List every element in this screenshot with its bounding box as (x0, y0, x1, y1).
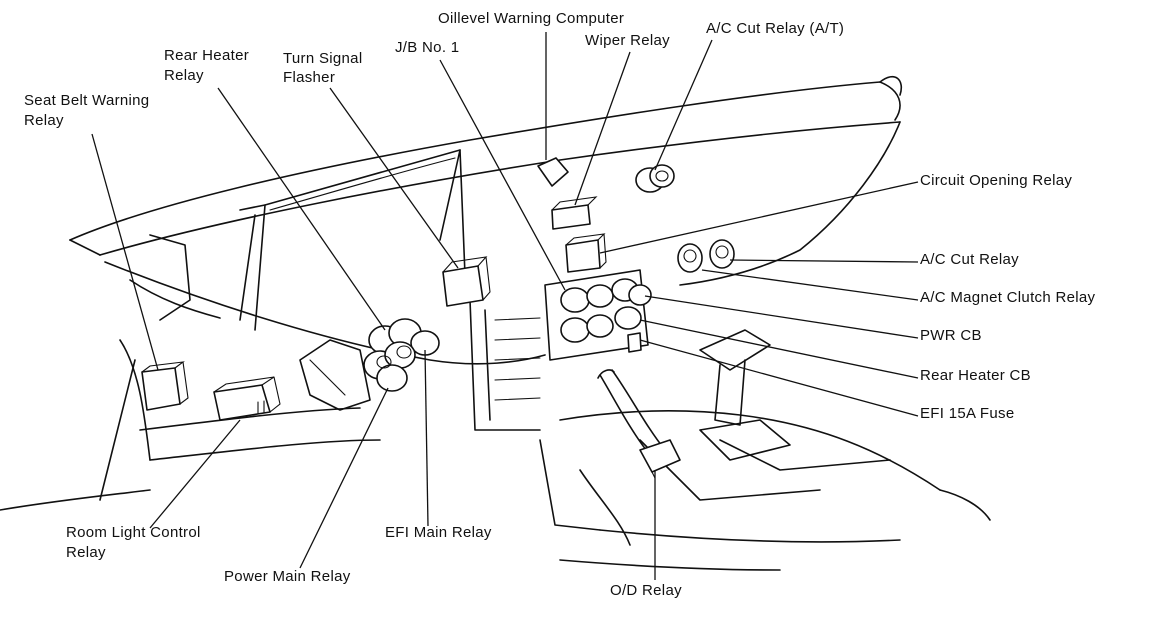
leader-lines (91, 32, 919, 580)
ac-magnet-clutch-relay-label: A/C Magnet Clutch Relay (920, 289, 1096, 306)
efi-15a-fuse-label: EFI 15A Fuse (920, 405, 1015, 422)
ac-cut-relay-at-part (635, 164, 675, 193)
pwr-cb-label: PWR CB (920, 327, 982, 344)
seat-belt-warning-relay-label-line1: Seat Belt Warning (24, 92, 150, 109)
rear-heater-relay-label-line2: Relay (164, 67, 204, 84)
rear-heater-relay-label-line1: Rear Heater (164, 47, 250, 64)
dashboard-outline (0, 76, 991, 571)
circuit-opening-relay-label: Circuit Opening Relay (920, 172, 1073, 189)
power-main-relay-label: Power Main Relay (224, 568, 351, 585)
rear-heater-cb-label: Rear Heater CB (920, 367, 1031, 384)
power-main-relay-cluster (363, 318, 440, 392)
od-relay-label: O/D Relay (610, 582, 682, 599)
junction-block-no1 (544, 269, 652, 361)
jb-no1-label: J/B No. 1 (395, 39, 460, 56)
wiper-relay-label: Wiper Relay (585, 32, 670, 49)
circuit-opening-relay-box (565, 233, 607, 273)
wiper-relay-box (551, 196, 598, 230)
seat-belt-warning-relay-box (141, 361, 189, 411)
turn-signal-flasher-box (442, 256, 491, 307)
od-relay-box (639, 439, 681, 479)
oil-level-warning-computer-label: Oillevel Warning Computer (438, 10, 625, 27)
room-light-control-relay-label-line2: Relay (66, 544, 106, 561)
seat-belt-warning-relay-label-line2: Relay (24, 112, 64, 129)
room-light-control-relay-box (213, 376, 281, 421)
oil-level-warning-computer-box (537, 157, 569, 187)
room-light-control-relay-label-line1: Room Light Control (66, 524, 201, 541)
ac-cut-relay-part (677, 239, 735, 273)
efi-main-relay-label: EFI Main Relay (385, 524, 492, 541)
turn-signal-flasher-label-line2: Flasher (283, 69, 336, 86)
turn-signal-flasher-label-line1: Turn Signal (283, 50, 363, 67)
ac-cut-relay-label: A/C Cut Relay (920, 251, 1019, 268)
ac-cut-relay-at-label: A/C Cut Relay (A/T) (706, 20, 845, 37)
